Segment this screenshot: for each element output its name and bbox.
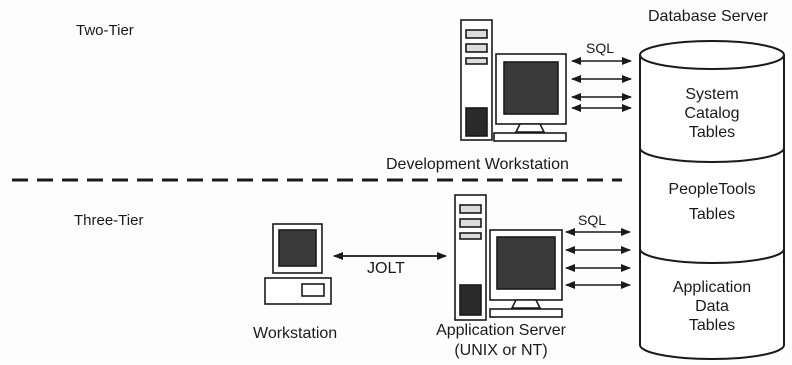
- two-tier-label: Two-Tier: [76, 22, 134, 39]
- application-server-sublabel: (UNIX or NT): [454, 342, 548, 359]
- development-workstation-icon: [460, 19, 567, 142]
- three-tier-label: Three-Tier: [74, 212, 144, 229]
- database-cylinder: [639, 40, 785, 360]
- peopletools-tables-label: PeopleTools Tables: [668, 181, 756, 223]
- application-server-label: Application Server: [436, 322, 566, 339]
- workstation-label: Workstation: [253, 325, 338, 342]
- two-tier-sql-arrows: [571, 57, 632, 112]
- application-server-icon: [454, 194, 563, 321]
- three-tier-sql-label: SQL: [578, 212, 607, 228]
- development-workstation-label: Development Workstation: [386, 156, 569, 173]
- workstation-icon: [264, 223, 332, 305]
- server-keyboard-icon: [489, 308, 563, 318]
- three-tier-sql-arrows: [565, 228, 631, 289]
- keyboard-icon: [493, 132, 567, 142]
- system-catalog-tables-label: System Catalog Tables: [684, 86, 740, 141]
- application-data-tables-label: Application Data Tables: [672, 279, 752, 334]
- two-tier-sql-label: SQL: [586, 40, 615, 56]
- database-server-title: Database Server: [648, 8, 769, 25]
- jolt-label: JOLT: [367, 260, 405, 277]
